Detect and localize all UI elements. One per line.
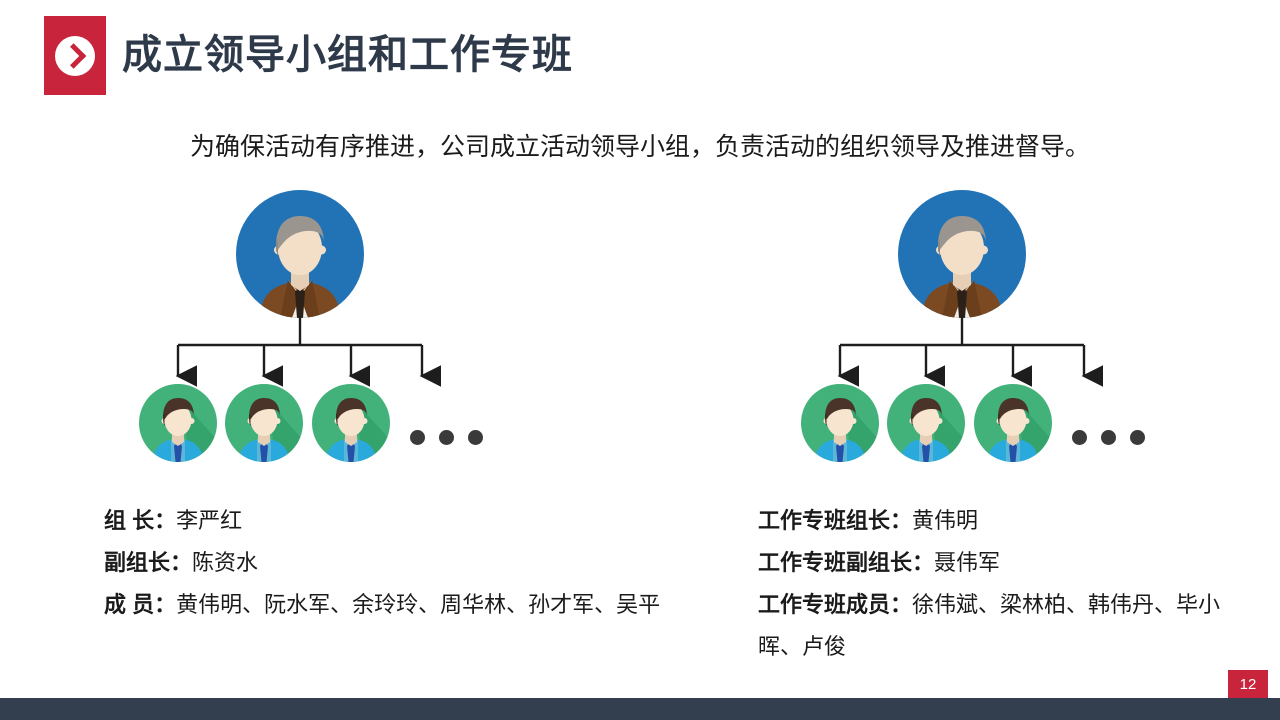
roster-value: 黄伟明 (912, 508, 979, 533)
lead-paragraph: 为确保活动有序推进，公司成立活动领导小组，负责活动的组织领导及推进督导。 (189, 133, 1090, 161)
roster-value: 黄伟明、阮水军、余玲玲、周华林、孙才军、吴平 (176, 592, 661, 617)
chevron-right-icon (55, 35, 95, 76)
roster-label: 工作专班组长： (758, 508, 913, 533)
leader-avatar-icon (898, 190, 1026, 318)
roster-value: 徐伟斌、梁林柏、韩伟丹、毕小晖、卢俊 (758, 592, 1221, 659)
ellipsis-dot (439, 430, 454, 445)
member-avatar-row (110, 384, 630, 462)
roster-leading-group: 组 长：李严红 副组长：陈资水 成 员：黄伟明、阮水军、余玲玲、周华林、孙才军、… (104, 500, 664, 626)
ellipsis-dot (1130, 430, 1145, 445)
member-avatar-icon (801, 384, 879, 462)
member-avatar-icon (312, 384, 390, 462)
roster-row: 组 长：李严红 (104, 500, 664, 542)
ellipsis-dot (1072, 430, 1087, 445)
ellipsis-dot (1101, 430, 1116, 445)
title-badge (44, 16, 106, 95)
org-group-work-team (772, 190, 1280, 462)
footer-bar (0, 698, 1280, 720)
more-members-ellipsis (1060, 384, 1160, 462)
roster-row: 工作专班组长：黄伟明 (758, 500, 1258, 542)
roster-row: 工作专班副组长：聂伟军 (758, 542, 1258, 584)
member-avatar-icon (139, 384, 217, 462)
member-avatar-icon (225, 384, 303, 462)
roster-row: 工作专班成员：徐伟斌、梁林柏、韩伟丹、毕小晖、卢俊 (758, 584, 1258, 668)
roster-row: 成 员：黄伟明、阮水军、余玲玲、周华林、孙才军、吴平 (104, 584, 664, 626)
roster-value: 陈资水 (192, 550, 259, 575)
roster-label: 工作专班副组长： (758, 550, 935, 575)
roster-label: 成 员： (104, 592, 177, 617)
roster-row: 副组长：陈资水 (104, 542, 664, 584)
more-members-ellipsis (398, 384, 498, 462)
roster-work-team: 工作专班组长：黄伟明 工作专班副组长：聂伟军 工作专班成员：徐伟斌、梁林柏、韩伟… (758, 500, 1258, 668)
member-avatar-icon (887, 384, 965, 462)
roster-value: 聂伟军 (934, 550, 1001, 575)
leader-avatar-icon (236, 190, 364, 318)
member-avatar-icon (974, 384, 1052, 462)
member-avatar-row (772, 384, 1280, 462)
ellipsis-dot (468, 430, 483, 445)
roster-label: 工作专班成员： (758, 592, 913, 617)
org-group-leading-group (110, 190, 630, 462)
roster-label: 组 长： (104, 508, 177, 533)
ellipsis-dot (410, 430, 425, 445)
slide-header: 成立领导小组和工作专班 (0, 0, 1280, 110)
roster-value: 李严红 (176, 508, 243, 533)
roster-label: 副组长： (104, 550, 193, 575)
page-title: 成立领导小组和工作专班 (122, 33, 573, 77)
page-number-badge: 12 (1228, 670, 1268, 699)
